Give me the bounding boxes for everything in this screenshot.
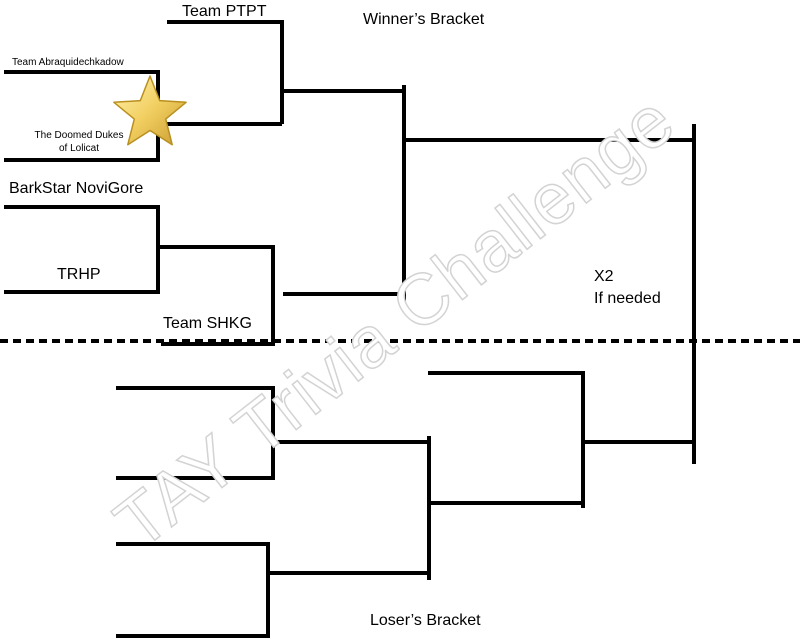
final-if-needed-label: If needed [594,290,661,307]
bracket-grand-final [583,124,696,464]
bracket-lb-r3 [428,371,585,508]
team-abraquidechkadow-label: Team Abraquidechkadow [12,57,124,68]
bracket-wb-r1-bottom [4,205,275,346]
losers-bracket-title: Loser’s Bracket [370,612,481,629]
team-doomed-dukes-label: The Doomed Dukes of Lolicat [33,130,125,155]
team-doomed-dukes-line1: The Doomed Dukes [34,130,124,141]
team-ptpt-label: Team PTPT [182,3,267,20]
bracket-lb-r2 [427,436,583,580]
team-shkg-label: Team SHKG [163,315,252,332]
team-trhp-label: TRHP [57,266,101,283]
final-x2-label: X2 [594,268,614,285]
bracket-lb-r1-bottom [116,542,429,638]
team-doomed-dukes-line2: of Lolicat [58,142,100,154]
winners-bracket-title: Winner’s Bracket [363,11,485,28]
bracket-wb-r2-top [167,20,404,124]
gold-star-icon [113,75,187,146]
bracket-wb-r3 [283,85,694,308]
bracket-lb-r1-top [116,386,429,480]
team-barkstar-label: BarkStar NoviGore [9,180,144,197]
